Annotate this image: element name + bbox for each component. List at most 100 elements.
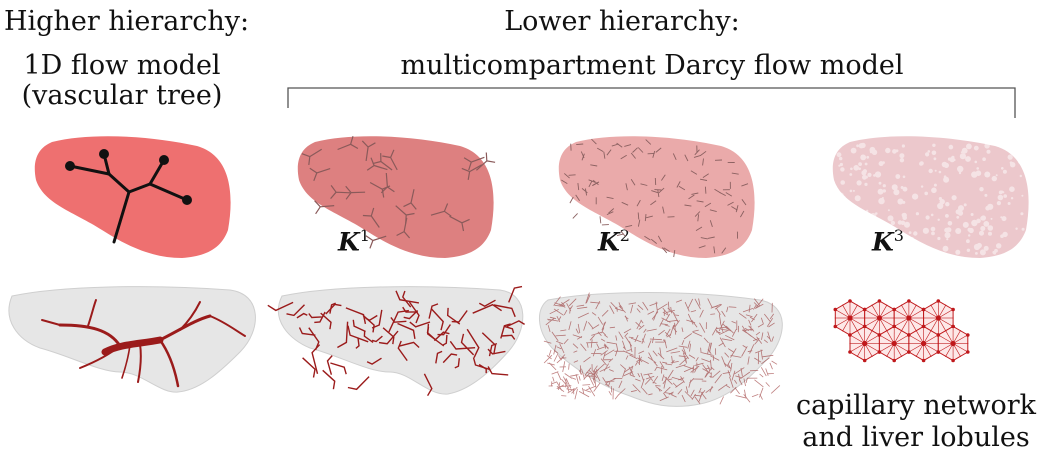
capillary-segment [616,343,619,352]
capillary-segment [638,324,645,330]
capillary-segment [670,306,673,314]
vessel-segment [704,186,707,194]
capillary-segment [592,365,598,373]
capillary-segment [661,374,665,382]
capillary-segment [716,308,721,315]
capillary-segment [554,302,564,307]
capillary-segment [647,310,655,315]
texture-dot [930,213,934,217]
network-branch [345,307,367,325]
capillary-segment [709,343,712,353]
capillary-segment [695,357,699,362]
capillary-segment [659,396,669,402]
capillary-segment [572,343,579,349]
capillary-segment [648,352,653,360]
texture-dot [1017,143,1022,147]
texture-dot [928,168,933,174]
central-vein [935,315,941,321]
capillary-segment [725,325,734,334]
capillary-segment [668,391,674,395]
network-branch [403,310,419,320]
texture-dot [1018,150,1024,157]
vessel-segment [396,217,411,239]
lobule-hexagons [833,299,970,363]
texture-dot [955,209,961,215]
capillary-segment [769,362,773,370]
texture-dot [951,195,957,201]
capillary-segment [555,334,566,337]
capillary-segment [570,305,573,310]
vessel-segment [655,147,662,153]
capillary-segment [721,338,733,341]
capillary-segment [639,358,649,364]
capillary-segment [641,333,646,344]
vessel-segment [636,199,641,207]
texture-dot [934,169,937,172]
portal-triad [966,350,970,354]
capillary-segment [635,321,642,328]
capillary-segment [575,328,579,334]
capillary-segment [753,298,761,307]
capillary-segment [658,387,661,392]
capillary-segment [667,369,674,380]
texture-dot [840,167,845,172]
texture-dot [1021,227,1025,231]
capillary-segment [568,298,577,307]
texture-dot [870,213,877,220]
capillary-segment [688,354,696,359]
capillary-segment [547,318,559,322]
texture-dot [867,172,872,177]
capillary-segment [700,391,707,400]
capillary-segment [556,385,565,393]
capillary-segment [719,329,730,335]
portal-triad [892,307,896,312]
capillary-segment [689,343,691,352]
vessel-segment [644,214,647,222]
texture-dot [946,227,952,233]
capillary-segment [734,367,745,375]
vascular-tree-label: (vascular tree) [21,80,223,111]
capillary-segment [705,367,713,378]
texture-dot [982,157,986,161]
texture-dot [854,208,858,212]
capillary-segment [663,376,667,389]
capillary-segment [730,355,742,358]
texture-dot [947,157,952,161]
texture-dot [858,167,861,170]
network-branch [481,332,497,355]
texture-dot [957,165,964,173]
capillary-segment [719,337,726,348]
network-branch [398,341,420,349]
capillary-segment [692,331,703,337]
capillary-segment [761,357,770,365]
texture-dot [901,144,905,148]
capillary-segment [564,373,573,379]
capillary-segment [742,345,748,349]
texture-dot [986,149,991,154]
capillary-segment [586,371,596,376]
network-branch [423,373,433,397]
capillary-segment [614,394,619,400]
texture-dot [998,190,1003,195]
texture-dot [983,245,989,251]
capillary-segment [735,375,742,378]
capillary-segment [763,339,768,344]
texture-dot [866,209,869,213]
vessel-segment [620,154,627,160]
texture-dot [932,143,936,147]
capillary-segment [623,328,632,334]
capillary-segment [647,356,657,364]
texture-dot [919,161,924,166]
capillary-segment [618,380,623,389]
capillary-segment [594,376,597,388]
capillary-segment [748,333,758,341]
capillary-segment [707,365,711,371]
capillary-segment [672,326,678,333]
texture-dot [1017,159,1023,164]
capillary-segment [590,301,601,304]
portal-triad [892,358,896,363]
texture-dot [942,245,949,252]
capillary-segment [671,359,675,364]
network-branch [472,357,491,371]
vessel-segment [700,178,708,181]
